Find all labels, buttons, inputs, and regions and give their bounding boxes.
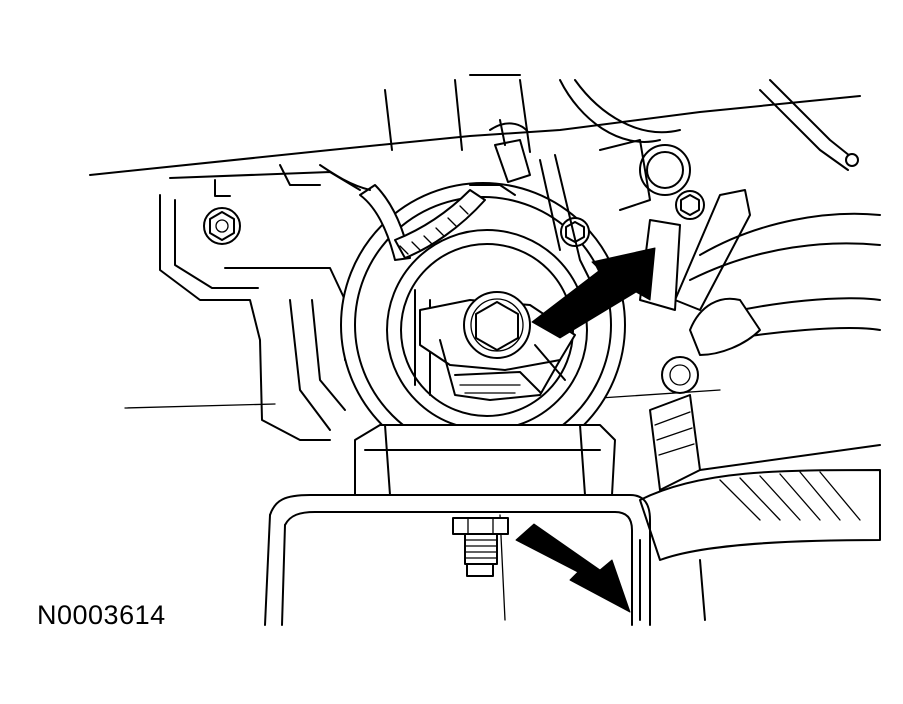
figure-id-label: N0003614: [37, 600, 166, 630]
left-bracket-bolt: [203, 207, 241, 245]
crankshaft-pulley-bolt: [463, 291, 531, 359]
arrow-icon: [531, 247, 656, 339]
arrow-icon: [515, 523, 631, 613]
wiring-harness: [319, 119, 531, 261]
lower-subframe: [264, 424, 651, 626]
lower-right-hose: [639, 394, 881, 621]
chassis-lines: [89, 74, 861, 409]
right-bracket: [539, 139, 705, 301]
engine-mount-stud-nut: [452, 517, 509, 577]
left-bracket: [159, 164, 361, 441]
right-contour: [559, 79, 881, 394]
right-pipe: [639, 79, 859, 311]
